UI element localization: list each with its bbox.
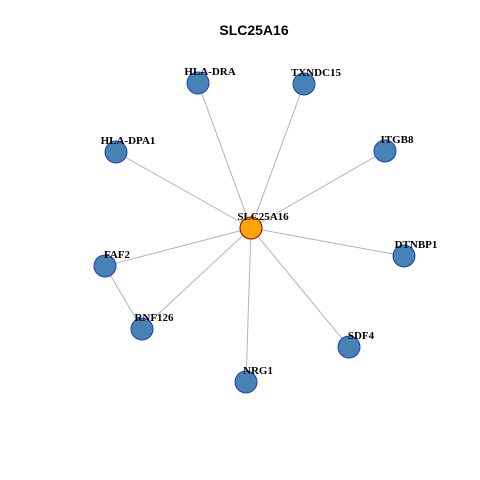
edges-layer: [104, 82, 405, 383]
node-slc25a16[interactable]: [239, 216, 263, 240]
node-label-hla-dpa1: HLA-DPA1: [101, 135, 156, 147]
node-hla-dpa1[interactable]: [104, 140, 128, 164]
node-label-slc25a16: SLC25A16: [237, 211, 289, 223]
node-label-faf2: FAF2: [104, 249, 131, 261]
node-rnf126[interactable]: [130, 317, 154, 341]
edge-slc25a16-hla-dpa1: [115, 151, 252, 229]
node-sdf4[interactable]: [337, 335, 361, 359]
node-txndc15[interactable]: [292, 72, 316, 96]
node-hla-dra[interactable]: [186, 71, 210, 95]
edge-slc25a16-sdf4: [250, 227, 350, 348]
edge-slc25a16-txndc15: [250, 83, 305, 229]
node-label-hla-dra: HLA-DRA: [184, 66, 235, 78]
node-itgb8[interactable]: [373, 139, 397, 163]
node-label-itgb8: ITGB8: [380, 134, 414, 146]
node-nrg1[interactable]: [234, 370, 258, 394]
node-faf2[interactable]: [93, 254, 117, 278]
node-label-nrg1: NRG1: [243, 365, 273, 377]
nodes-layer: [93, 71, 416, 394]
node-dtnbp1[interactable]: [392, 244, 416, 268]
edge-slc25a16-faf2: [104, 227, 252, 267]
edge-faf2-rnf126: [104, 265, 143, 330]
node-label-dtnbp1: DTNBP1: [395, 239, 438, 251]
edge-slc25a16-rnf126: [141, 227, 252, 330]
edge-slc25a16-itgb8: [250, 150, 386, 229]
diagram-title: SLC25A16: [219, 22, 288, 38]
node-label-rnf126: RNF126: [134, 312, 174, 324]
edge-slc25a16-hla-dra: [197, 82, 252, 229]
edge-slc25a16-dtnbp1: [250, 227, 405, 257]
node-label-sdf4: SDF4: [348, 330, 375, 342]
edge-slc25a16-nrg1: [245, 227, 252, 383]
node-label-txndc15: TXNDC15: [291, 67, 342, 79]
